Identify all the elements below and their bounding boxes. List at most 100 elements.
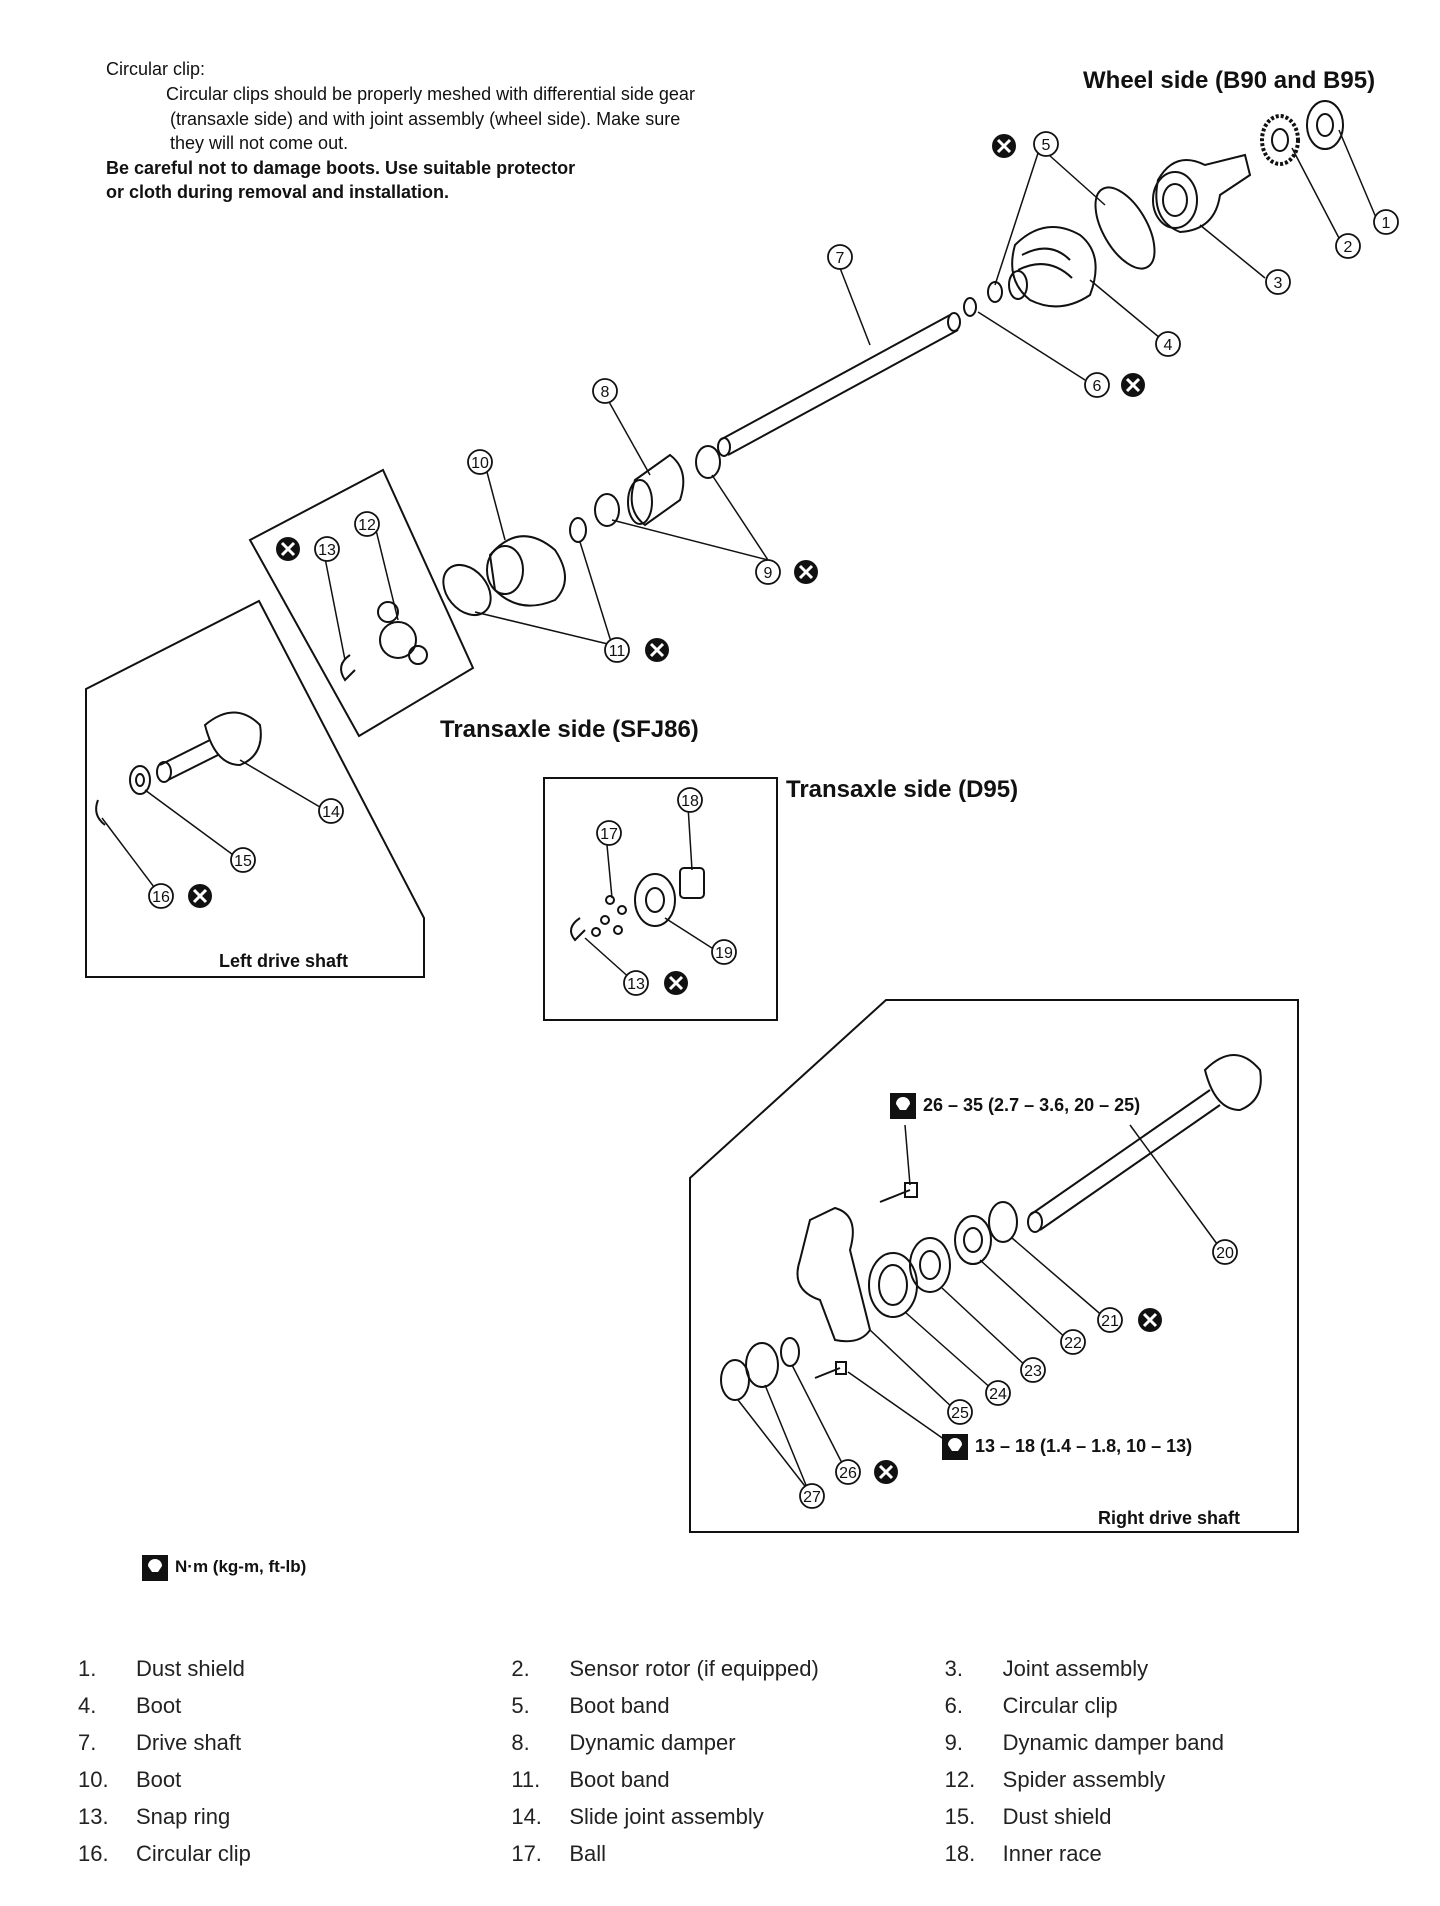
do-not-reuse-icon bbox=[276, 537, 300, 561]
callout-marker-8: 8 bbox=[592, 378, 618, 404]
torque-wrench-icon bbox=[142, 1555, 168, 1581]
callout-number: 8 bbox=[601, 384, 610, 401]
slide-joint-assembly-part bbox=[156, 711, 262, 783]
torque-icons bbox=[142, 1093, 968, 1581]
circular-clip-clip-part bbox=[963, 297, 977, 317]
callout-marker-24: 24 bbox=[985, 1380, 1011, 1406]
snap-ring-sfj86-part bbox=[340, 654, 356, 682]
callout-number: 14 bbox=[322, 804, 340, 821]
right-drive-shaft-part bbox=[1027, 1054, 1262, 1233]
callout-marker-13-d95: 13 bbox=[623, 970, 649, 996]
parts-legend: 1.Dust shield 2.Sensor rotor (if equippe… bbox=[78, 1650, 1378, 1872]
do-not-reuse-icon bbox=[874, 1460, 898, 1484]
callout-marker-27: 27 bbox=[799, 1483, 825, 1509]
callout-number: 17 bbox=[600, 826, 618, 843]
legend-item: 1.Dust shield bbox=[78, 1655, 245, 1681]
bolt-lower-part bbox=[814, 1361, 847, 1379]
callout-number: 11 bbox=[609, 643, 626, 660]
circular-clip-lower-part bbox=[780, 1337, 800, 1367]
callout-number: 7 bbox=[836, 250, 845, 267]
callout-marker-5: 5 bbox=[1033, 131, 1059, 157]
legend-row: 1.Dust shield 2.Sensor rotor (if equippe… bbox=[78, 1650, 1378, 1687]
callout-number: 27 bbox=[803, 1489, 821, 1506]
do-not-reuse-icon bbox=[1138, 1308, 1162, 1332]
callout-number: 5 bbox=[1042, 137, 1051, 154]
boot-band-transaxle-a-part bbox=[442, 563, 492, 617]
legend-item: 10.Boot bbox=[78, 1766, 182, 1792]
inner-race-part bbox=[679, 867, 705, 899]
dynamic-damper-band-b-part bbox=[594, 493, 620, 527]
boot-band-transaxle-b-part bbox=[569, 517, 587, 543]
callout-marker-26: 26 bbox=[835, 1459, 861, 1485]
legend-item: 18.Inner race bbox=[944, 1840, 1102, 1866]
callout-number: 12 bbox=[358, 517, 376, 534]
callout-number: 13 bbox=[318, 542, 336, 559]
legend-item: 5.Boot band bbox=[511, 1692, 670, 1718]
legend-item: 8.Dynamic damper bbox=[511, 1729, 736, 1755]
snap-ring-d95-part bbox=[570, 917, 586, 942]
callout-number: 4 bbox=[1164, 337, 1173, 354]
callout-number: 26 bbox=[839, 1465, 857, 1482]
bearing-b-part bbox=[909, 1237, 951, 1293]
callout-number: 23 bbox=[1024, 1363, 1042, 1380]
boot-band-wheel-part bbox=[1094, 186, 1156, 270]
note-circular-clip-line1: Circular clips should be properly meshed… bbox=[166, 84, 695, 104]
bearing-a-part bbox=[954, 1215, 992, 1265]
legend-item: 15.Dust shield bbox=[944, 1803, 1112, 1829]
callout-marker-4: 4 bbox=[1155, 331, 1181, 357]
callout-marker-6: 6 bbox=[1084, 372, 1110, 398]
bearing-housing-part bbox=[868, 1252, 918, 1318]
legend-item: 2.Sensor rotor (if equipped) bbox=[511, 1655, 819, 1681]
do-not-reuse-icon bbox=[645, 638, 669, 662]
callout-marker-25: 25 bbox=[947, 1399, 973, 1425]
legend-item: 14.Slide joint assembly bbox=[511, 1803, 764, 1829]
bolt-upper-part bbox=[879, 1182, 918, 1203]
callout-marker-17: 17 bbox=[596, 820, 622, 846]
callout-marker-15: 15 bbox=[230, 847, 256, 873]
note-circular-clip-line2: (transaxle side) and with joint assembly… bbox=[170, 109, 681, 129]
callout-number: 16 bbox=[152, 889, 170, 906]
callout-number: 6 bbox=[1093, 378, 1102, 395]
callout-marker-10: 10 bbox=[467, 449, 493, 475]
legend-item: 9.Dynamic damper band bbox=[944, 1729, 1224, 1755]
do-not-reuse-icon bbox=[1121, 373, 1145, 397]
support-bracket-part bbox=[796, 1206, 872, 1343]
panel-spider-sfj86 bbox=[248, 468, 475, 738]
panel-right-drive-shaft bbox=[689, 999, 1299, 1533]
note-circular-clip-title: Circular clip: bbox=[106, 59, 206, 79]
legend-item: 12.Spider assembly bbox=[944, 1766, 1166, 1792]
panel-label-right-drive-shaft: Right drive shaft bbox=[1098, 1508, 1241, 1528]
callout-number: 9 bbox=[764, 565, 773, 582]
circular-clip-right-part bbox=[988, 1201, 1018, 1243]
legend-item: 16.Circular clip bbox=[78, 1840, 251, 1866]
legend-row: 16.Circular clip 17.Ball 18.Inner race bbox=[78, 1835, 1378, 1872]
legend-item: 11.Boot band bbox=[511, 1766, 670, 1792]
sensor-rotor-part bbox=[1260, 114, 1300, 166]
callout-marker-23: 23 bbox=[1020, 1357, 1046, 1383]
do-not-reuse-icon bbox=[664, 971, 688, 995]
callout-marker-18: 18 bbox=[677, 787, 703, 813]
callout-marker-22: 22 bbox=[1060, 1329, 1086, 1355]
callout-marker-9: 9 bbox=[755, 559, 781, 585]
ball-cage-part bbox=[634, 873, 676, 927]
callout-number: 24 bbox=[989, 1386, 1007, 1403]
callout-number: 19 bbox=[715, 945, 733, 962]
joint-assembly-wheel-part bbox=[1152, 153, 1252, 234]
boot-transaxle-part bbox=[486, 535, 566, 607]
callout-marker-19: 19 bbox=[711, 939, 737, 965]
panel-label-left-drive-shaft: Left drive shaft bbox=[219, 951, 349, 971]
callout-number: 10 bbox=[471, 455, 489, 472]
callout-number: 3 bbox=[1274, 275, 1283, 292]
legend-row: 13.Snap ring 14.Slide joint assembly 15.… bbox=[78, 1798, 1378, 1835]
do-not-reuse-icon bbox=[992, 134, 1016, 158]
torque-wrench-icon bbox=[890, 1093, 916, 1119]
heading-transaxle-d95: Transaxle side (D95) bbox=[786, 776, 1019, 803]
dust-shield-wheel-side-part bbox=[1306, 100, 1344, 150]
callout-number: 25 bbox=[951, 1405, 969, 1422]
drive-shaft-part bbox=[717, 312, 961, 457]
legend-item: 13.Snap ring bbox=[78, 1803, 231, 1829]
torque-wrench-icon bbox=[942, 1434, 968, 1460]
callout-number: 15 bbox=[234, 853, 252, 870]
note-boot-line2: or cloth during removal and installation… bbox=[106, 182, 450, 202]
callout-marker-13: 13 bbox=[314, 536, 340, 562]
